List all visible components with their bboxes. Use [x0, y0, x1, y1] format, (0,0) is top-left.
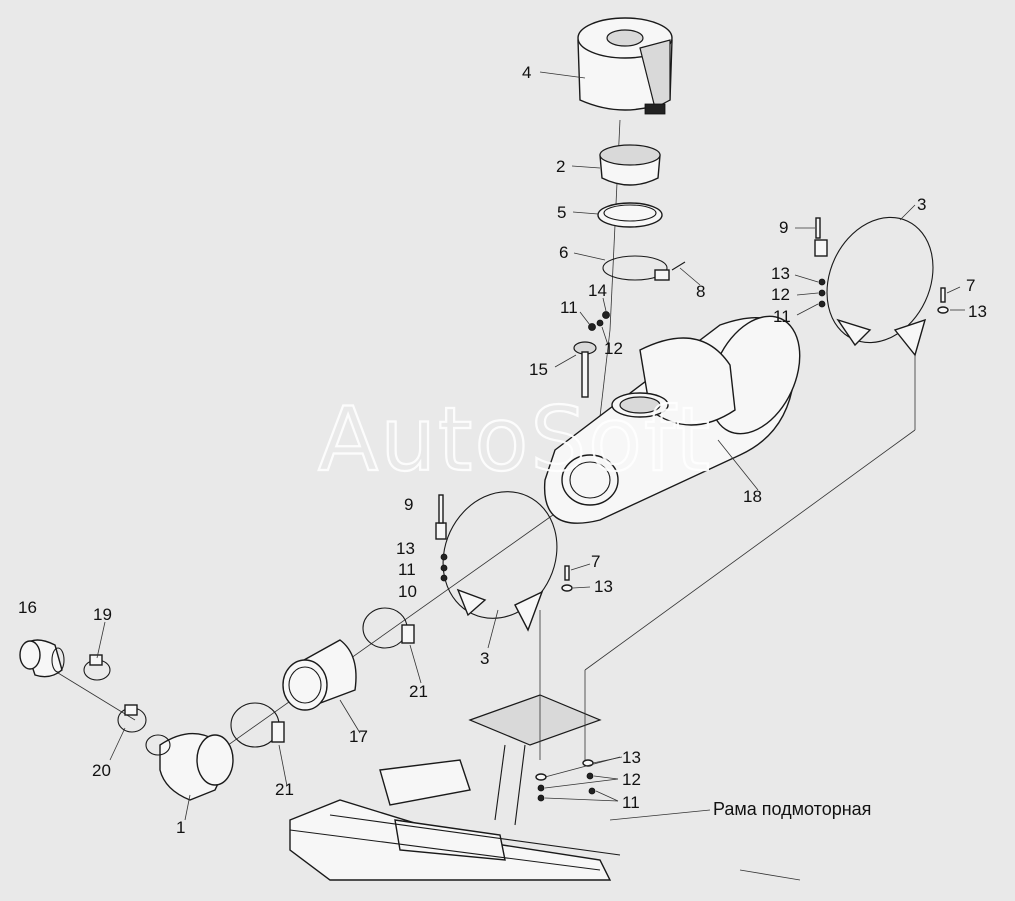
nut-frame-3: [586, 772, 594, 780]
label-part-1: 1: [176, 818, 185, 837]
label-part-16: 16: [18, 598, 37, 617]
part-number-labels: 4 2 5 6 8 14 11 12 15 9 3 13 12 11 7 13 …: [18, 63, 987, 837]
label-part-17: 17: [349, 727, 368, 746]
label-part-12-frame: 12: [622, 770, 641, 789]
part-21-clamp-b: [230, 702, 285, 748]
label-part-11-frame: 11: [622, 793, 640, 812]
part-18-housing: [543, 315, 801, 524]
washer-13-lower-b: [561, 584, 573, 592]
label-part-21-upper: 21: [409, 682, 428, 701]
bolt-7-lower: [564, 565, 570, 581]
part-4-cap: [577, 17, 673, 115]
label-part-7-lower: 7: [591, 552, 600, 571]
washer-13-upper: [937, 306, 949, 314]
part-20-clamp: [117, 704, 147, 733]
nut-11-lower: [440, 564, 448, 572]
label-part-7-upper: 7: [966, 276, 975, 295]
watermark-text: AutoSoft: [318, 388, 712, 491]
callout-leaders: [96, 71, 965, 821]
label-part-13-frame: 13: [622, 748, 641, 767]
washer-frame-2: [582, 759, 594, 767]
label-part-4: 4: [522, 63, 531, 82]
bolt-9-upper: [815, 217, 821, 239]
label-part-13-upper: 13: [771, 264, 790, 283]
label-part-11: 11: [560, 298, 578, 317]
label-part-9-lower: 9: [404, 495, 413, 514]
label-part-11-lower: 11: [398, 560, 416, 579]
label-part-18: 18: [743, 487, 762, 506]
washer-upper: [818, 278, 826, 286]
label-part-13-upper-b: 13: [968, 302, 987, 321]
label-part-3-lower: 3: [480, 649, 489, 668]
part-17-hose: [282, 639, 357, 711]
nut-frame-1: [537, 784, 545, 792]
part-1-elbow: [145, 732, 234, 801]
bolt-7-upper: [940, 287, 946, 303]
part-16-cap: [19, 639, 65, 678]
label-part-20: 20: [92, 761, 111, 780]
label-part-10: 10: [398, 582, 417, 601]
label-part-19: 19: [93, 605, 112, 624]
nut-14: [602, 311, 610, 319]
nut-upper-11: [818, 300, 826, 308]
nut-frame-4: [588, 787, 596, 795]
leader-lines: [44, 119, 916, 821]
nut-10-lower: [440, 574, 448, 582]
part-21-clamp-a: [362, 607, 415, 649]
label-part-12: 12: [604, 339, 623, 358]
label-part-8: 8: [696, 282, 705, 301]
washer-frame-1: [535, 773, 547, 781]
nut-upper-12: [818, 289, 826, 297]
part-15-indicator: [573, 341, 597, 398]
washer-12: [596, 319, 604, 327]
nut-11: [588, 323, 596, 331]
part-6-clamp: [602, 255, 686, 281]
part-5-seal: [597, 202, 663, 228]
nut-frame-2: [537, 794, 545, 802]
label-part-13-lower: 13: [396, 539, 415, 558]
label-part-9-upper: 9: [779, 218, 788, 237]
label-part-12-upper: 12: [771, 285, 790, 304]
label-part-6: 6: [559, 243, 568, 262]
label-part-14: 14: [588, 281, 607, 300]
label-part-2: 2: [556, 157, 565, 176]
frame-label: Рама подмоторная: [713, 799, 871, 819]
bolt-9-lower: [438, 494, 444, 524]
part-19-clamp: [83, 654, 111, 681]
engine-frame: [289, 694, 801, 881]
label-part-3-upper: 3: [917, 195, 926, 214]
label-part-13-lower-b: 13: [594, 577, 613, 596]
part-3-bracket-lower: [435, 491, 558, 632]
label-part-15: 15: [529, 360, 548, 379]
label-part-11-upper: 11: [773, 307, 791, 326]
part-3-bracket-upper: [814, 216, 934, 357]
label-part-21-lower: 21: [275, 780, 294, 799]
part-2-ring: [599, 144, 661, 186]
label-part-5: 5: [557, 203, 566, 222]
washer-13-lower: [440, 553, 448, 561]
